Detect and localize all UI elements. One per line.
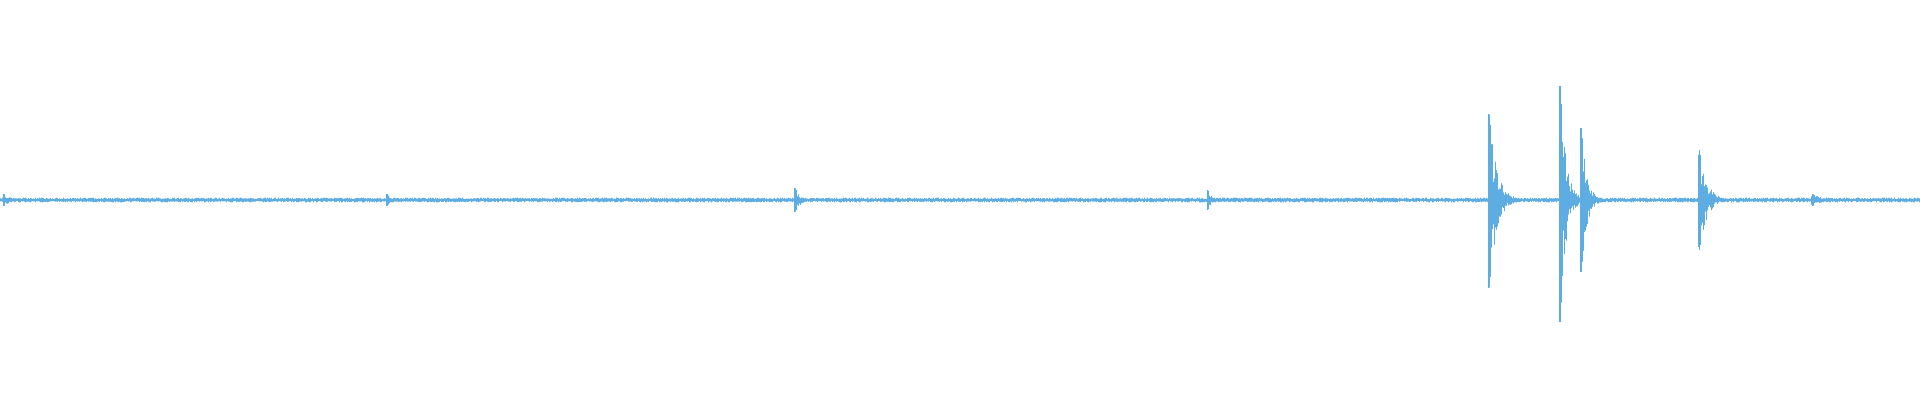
waveform-samples xyxy=(0,86,1920,322)
waveform-path xyxy=(0,86,1920,322)
